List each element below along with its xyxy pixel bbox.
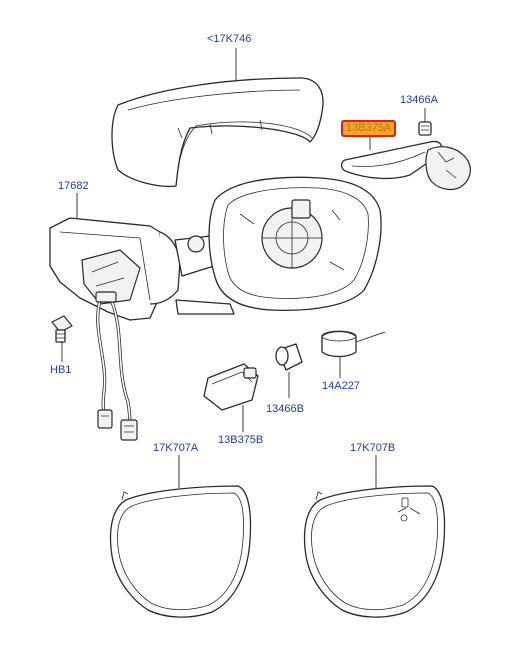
bolt-part <box>51 315 73 343</box>
part-label-bulb[interactable]: 13466B <box>266 403 304 415</box>
socket-part <box>321 330 386 358</box>
part-label-glass-right[interactable]: 17K707B <box>350 442 396 454</box>
turn-signal-lamp-part <box>340 140 471 191</box>
mirror-housing-part <box>49 217 235 321</box>
part-label-bolt[interactable]: HB1 <box>50 364 72 376</box>
bulb-bottom-part <box>275 343 303 371</box>
mirror-back-part <box>208 176 382 311</box>
wire-harness-part <box>95 291 138 441</box>
mirror-cover-part <box>111 77 324 188</box>
part-label-housing[interactable]: 17682 <box>58 180 89 192</box>
part-label-glass-left[interactable]: 17K707A <box>153 442 199 454</box>
bulb-top-part <box>418 121 432 136</box>
blind-spot-icon <box>397 497 421 522</box>
part-label-puddle-lamp[interactable]: 13B375B <box>218 434 264 446</box>
part-label-bulb-top[interactable]: 13466A <box>400 94 438 106</box>
puddle-lamp-part <box>203 363 259 411</box>
mirror-glass-left-part <box>109 485 252 618</box>
mirror-glass-right-part <box>303 485 446 618</box>
leader-lines <box>61 48 426 488</box>
part-label-socket[interactable]: 14A227 <box>322 380 360 392</box>
part-label-cover[interactable]: <17K746 <box>207 33 252 45</box>
part-label-turn-lamp[interactable]: 13B375A <box>341 120 397 137</box>
